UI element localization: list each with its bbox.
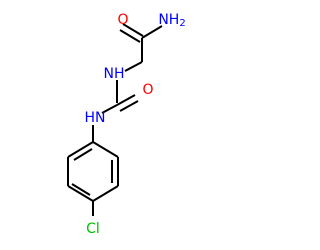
molecule-structure: O NH2 NH O HN Cl bbox=[67, 12, 186, 237]
urea-c-hn-bond bbox=[101, 104, 118, 114]
amide-carbonyl-bond-1 bbox=[122, 23, 144, 37]
ring-inner-bond-3 bbox=[73, 148, 93, 161]
chlorine-label: Cl bbox=[86, 221, 100, 237]
amide-nitrogen-text: NH bbox=[158, 12, 179, 28]
ch2-nh-bond bbox=[124, 61, 143, 72]
aryl-nh-label: HN bbox=[85, 110, 106, 126]
glycine-nh-label: NH bbox=[104, 66, 125, 82]
urea-carbonyl-bond-1 bbox=[116, 94, 136, 106]
amide-nitrogen-label: NH2 bbox=[158, 12, 185, 29]
amide-oxygen-label: O bbox=[117, 12, 128, 28]
ring-bond-4 bbox=[67, 185, 94, 202]
ring-bond-3 bbox=[92, 185, 119, 202]
amide-nitrogen-subscript: 2 bbox=[179, 18, 185, 29]
urea-carbonyl-bond-2 bbox=[119, 100, 139, 112]
ring-bond-6 bbox=[67, 141, 94, 158]
ring-inner-bond-2 bbox=[71, 183, 91, 196]
amide-c-n-bond bbox=[141, 25, 163, 39]
bond-set bbox=[67, 23, 163, 216]
urea-oxygen-label: O bbox=[142, 82, 153, 98]
ring-bond-1 bbox=[92, 141, 119, 158]
amide-carbonyl-bond-2 bbox=[119, 29, 141, 43]
